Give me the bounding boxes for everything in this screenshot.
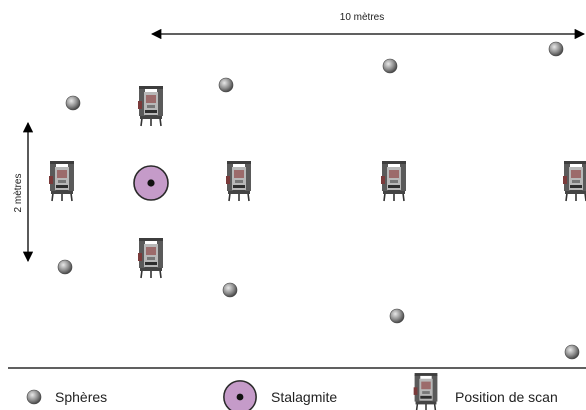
stalagmite-target-icon xyxy=(133,165,169,201)
sphere-icon xyxy=(218,77,234,93)
sphere-icon xyxy=(564,344,580,360)
sphere-icon xyxy=(57,259,73,275)
sphere-icon xyxy=(382,58,398,74)
laser-scanner-icon xyxy=(48,160,75,202)
laser-scanner-icon xyxy=(137,85,164,127)
horizontal-scale-label: 10 mètres xyxy=(340,12,384,23)
laser-scanner-icon xyxy=(137,237,164,279)
legend-spheres-label: Sphères xyxy=(55,389,107,405)
legend: Sphères Stalagmite Position de scan xyxy=(26,372,558,410)
sphere-icon xyxy=(222,282,238,298)
sphere-icon xyxy=(548,41,564,57)
legend-scan-label: Position de scan xyxy=(455,389,558,405)
legend-scanner-icon xyxy=(412,372,439,410)
sphere-icon xyxy=(65,95,81,111)
laser-scanner-icon xyxy=(225,160,252,202)
laser-scanner-icon xyxy=(380,160,407,202)
sphere-icon xyxy=(389,308,405,324)
legend-stalagmite-icon xyxy=(223,380,257,410)
legend-sphere-icon xyxy=(26,389,42,405)
laser-scanner-icon xyxy=(562,160,586,202)
legend-stalagmite-label: Stalagmite xyxy=(271,389,337,405)
vertical-scale-label: 2 mètres xyxy=(13,174,24,213)
